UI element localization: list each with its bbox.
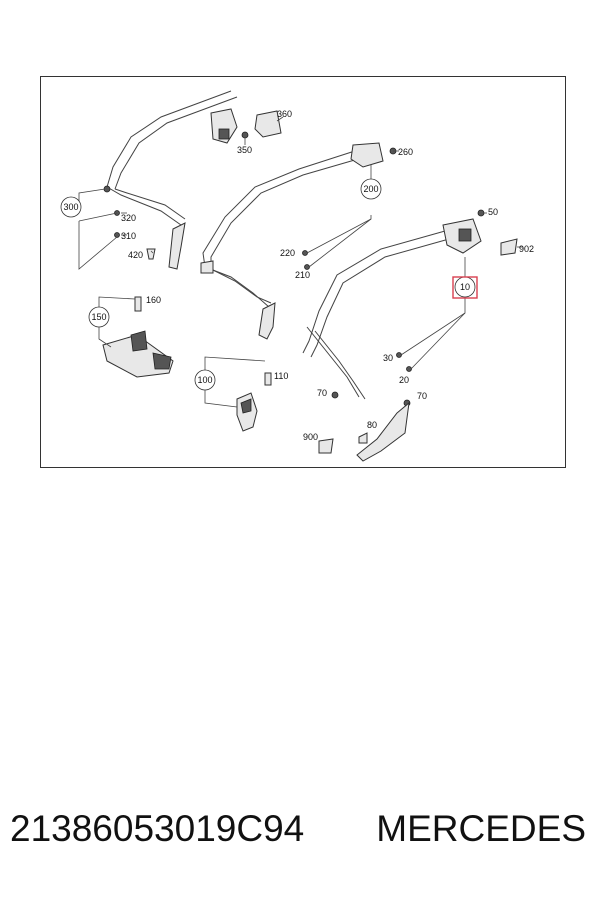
label-320: 320 (121, 213, 136, 223)
parts-diagram-frame: 300 200 150 100 10 360 350 260 320 310 4… (40, 76, 566, 468)
plain-callouts: 360 350 260 320 310 420 220 210 50 902 1… (121, 109, 534, 442)
label-160: 160 (146, 295, 161, 305)
bracket-360 (254, 110, 282, 138)
brand-name: MERCEDES (376, 808, 586, 849)
callout-150: 150 (88, 306, 110, 328)
label-80: 80 (367, 420, 377, 430)
bolt-220 (302, 250, 308, 256)
clip-902 (500, 238, 518, 256)
label-902: 902 (519, 244, 534, 254)
callout-label-100: 100 (197, 375, 212, 385)
belt-anchor-plate (168, 222, 186, 270)
label-310: 310 (121, 231, 136, 241)
highlight-box (452, 276, 478, 299)
buckle-assembly-100 (236, 372, 272, 432)
part-number: 21386053019C94 (10, 808, 305, 849)
callout-100: 100 (194, 369, 216, 391)
label-360: 360 (277, 109, 292, 119)
callout-10-highlighted: 10 (452, 276, 478, 299)
left-belt-assembly (103, 90, 282, 270)
retractor-350 (210, 108, 238, 144)
washer-210 (304, 264, 310, 270)
label-50: 50 (488, 207, 498, 217)
label-420: 420 (128, 250, 143, 260)
label-70-left: 70 (317, 388, 327, 398)
bolt-160 (134, 296, 142, 312)
callout-label-200: 200 (363, 184, 378, 194)
label-260: 260 (398, 147, 413, 157)
caption-row: 21386053019C94 MERCEDES (0, 808, 600, 850)
callout-label-10: 10 (460, 282, 470, 292)
buckle-assembly-150 (102, 296, 174, 378)
bolt-420 (146, 248, 156, 260)
callout-label-300: 300 (63, 202, 78, 212)
washer-20 (406, 366, 412, 372)
belt-tensioner-80 (356, 401, 410, 462)
label-20: 20 (399, 375, 409, 385)
label-350: 350 (237, 145, 252, 155)
label-30: 30 (383, 353, 393, 363)
belt-buckle-plate (258, 302, 276, 340)
label-210: 210 (295, 270, 310, 280)
washer-310 (114, 232, 120, 238)
seat-belt-parts-diagram: 300 200 150 100 10 360 350 260 320 310 4… (60, 90, 534, 462)
label-110: 110 (274, 371, 288, 381)
callout-200: 200 (360, 178, 382, 200)
center-belt-assembly (200, 142, 397, 340)
bolt-110 (264, 372, 272, 386)
label-900: 900 (303, 432, 318, 442)
bolt-70-left (331, 391, 339, 399)
right-belt-assembly (302, 209, 518, 462)
callout-label-150: 150 (91, 312, 106, 322)
label-70-right: 70 (417, 391, 427, 401)
leader-lines (78, 116, 523, 408)
callout-300: 300 (60, 196, 82, 218)
retractor-260 (350, 142, 384, 168)
nut-30 (396, 352, 402, 358)
label-220: 220 (280, 248, 295, 258)
cap-900 (318, 438, 334, 454)
